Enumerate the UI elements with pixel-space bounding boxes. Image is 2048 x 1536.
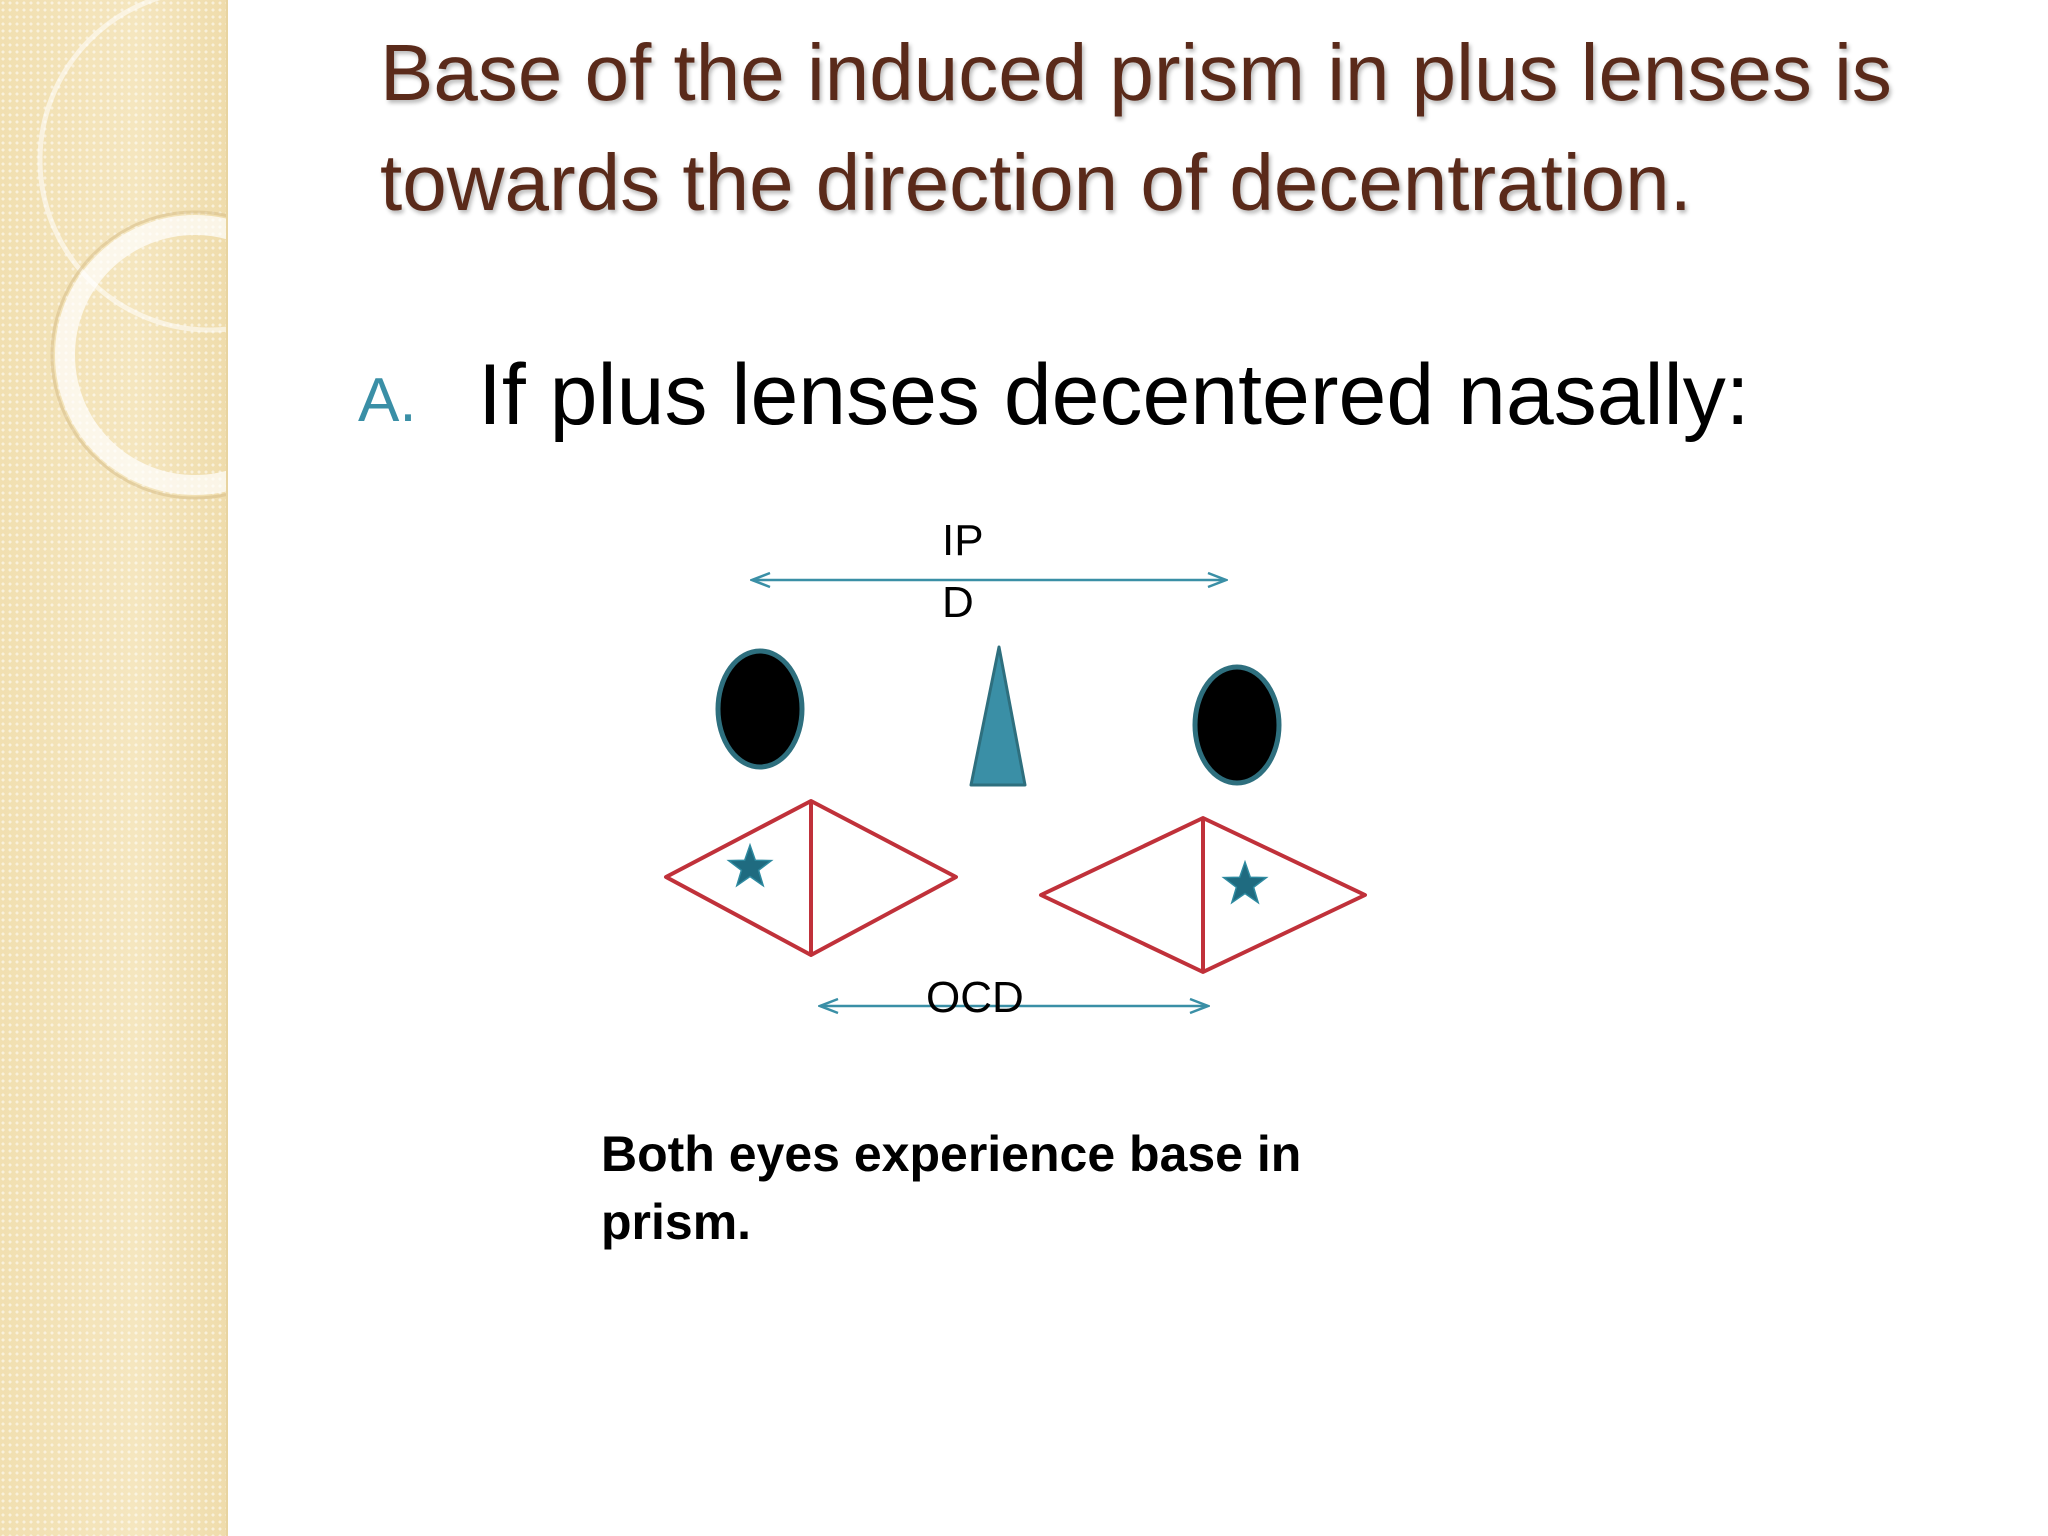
right-eye-pupil-icon [1192, 664, 1282, 786]
decorative-rings [37, 0, 228, 500]
bullet-marker: A. [358, 366, 417, 435]
bullet-text: If plus lenses decentered nasally: [478, 347, 1750, 443]
left-lens-optical-center-star-icon [726, 842, 774, 888]
side-panel-edge [226, 0, 228, 1536]
right-lens-optical-center-star-icon [1221, 859, 1269, 905]
deco-ring-shadow [50, 210, 228, 500]
deco-ring-large [37, 0, 228, 333]
ipd-label: IPD [942, 516, 984, 627]
left-eye-pupil-icon [715, 648, 805, 770]
deco-ring-thick [55, 215, 228, 495]
slide-title: Base of the induced prism in plus lenses… [380, 28, 1892, 227]
left-lens-prism [664, 799, 958, 957]
right-lens-prism [1039, 816, 1367, 974]
side-panel [0, 0, 228, 1536]
diagram-caption: Both eyes experience base in prism. [601, 1126, 1302, 1250]
nose-triangle-icon [969, 645, 1027, 787]
ocd-label: OCD [926, 973, 1024, 1022]
